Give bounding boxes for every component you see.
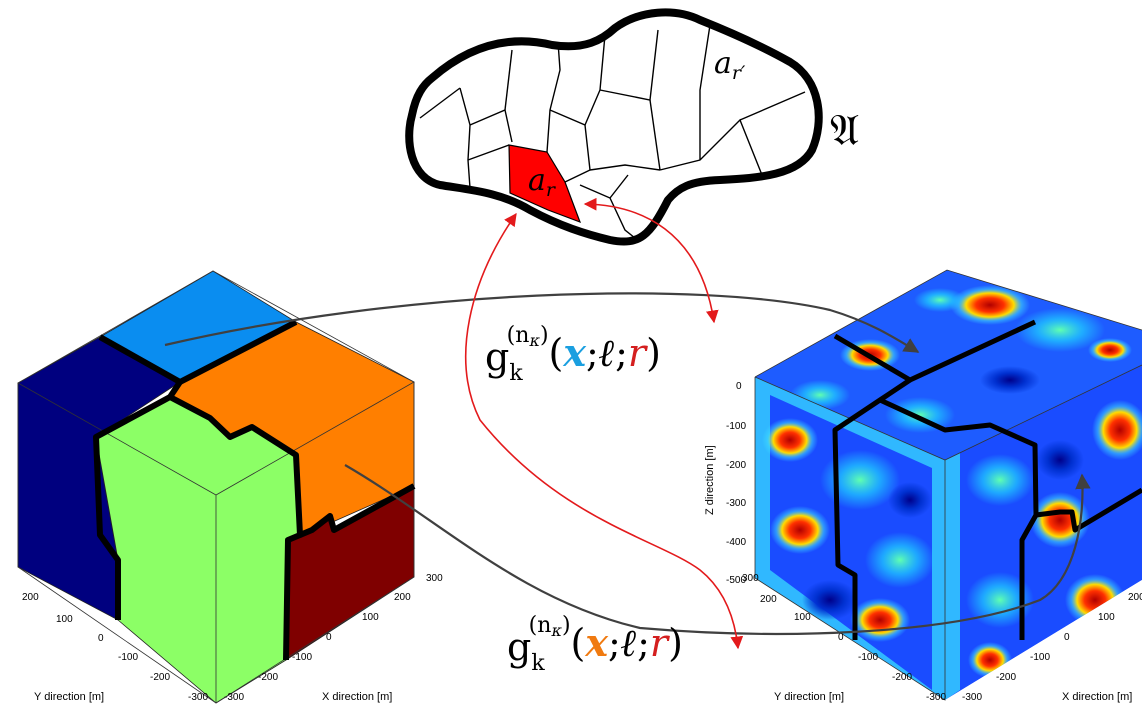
svg-text:ar: ar (528, 163, 557, 201)
left-x-tick: 200 (394, 592, 411, 603)
right-y-ticks: 300 200 100 0 -100 -200 -300 (742, 573, 946, 703)
right-y-tick: 300 (742, 573, 759, 584)
left-x-ticks: -300 -200 -100 0 100 200 300 (224, 573, 443, 703)
formula-bottom-close: ) (668, 621, 683, 665)
arrow-bottom-gray (344, 464, 1091, 635)
right-z-tick: -400 (726, 537, 746, 548)
left-y-tick: -200 (150, 672, 170, 683)
right-y-tick: -200 (892, 672, 912, 683)
right-x-axis-label: X direction [m] (1062, 691, 1132, 703)
region-map: ar ar′ 𝔄 (405, 8, 859, 246)
formula-bottom-ell: ℓ (621, 620, 637, 665)
left-x-tick: 0 (326, 632, 332, 643)
right-z-tick: 0 (736, 381, 742, 392)
right-x-tick: -300 (962, 692, 982, 703)
left-y-ticks: 200 100 0 -100 -200 -300 (22, 592, 208, 703)
formula-top-sub: k (509, 361, 523, 386)
left-y-tick: 200 (22, 592, 39, 603)
formula-bottom-sub: k (531, 651, 545, 676)
formula-top-ell: ℓ (599, 330, 615, 375)
label-ar: a (528, 163, 546, 198)
formula-top-sup: (n (507, 323, 530, 348)
formula-top-r: r (628, 331, 649, 375)
right-y-tick: 100 (794, 612, 811, 623)
right-x-tick: 200 (1128, 592, 1142, 603)
right-y-axis-label: Y direction [m] (774, 691, 844, 703)
right-z-ticks: 0 -100 -200 -300 -400 -500 (726, 381, 746, 586)
left-y-tick: -100 (118, 652, 138, 663)
region-boundaries (419, 24, 806, 239)
label-arp: a (714, 46, 732, 81)
right-face-front (945, 365, 1142, 700)
left-x-axis-label: X direction [m] (322, 691, 392, 703)
formula-bottom-sep2: ; (637, 621, 650, 665)
formula-bottom-g: g (507, 625, 531, 669)
right-y-tick: 200 (760, 594, 777, 605)
left-y-axis-label: Y direction [m] (34, 691, 104, 703)
formula-bottom-open: ( (571, 621, 586, 665)
formula-bottom-kappa: κ (550, 621, 562, 640)
right-z-tick: -200 (726, 460, 746, 471)
formula-top-kappa: κ (528, 331, 540, 350)
right-z-axis-label: Z direction [m] (704, 445, 716, 515)
right-x-tick: -100 (1030, 652, 1050, 663)
formula-bottom-x: x (584, 620, 609, 665)
formula-top: gk(nκ)(x;ℓ;r) (485, 323, 661, 386)
left-y-tick: -300 (188, 692, 208, 703)
label-ar-sub: r (546, 179, 557, 201)
left-x-tick: -300 (224, 692, 244, 703)
right-y-tick: -100 (858, 652, 878, 663)
right-cube: 0 -100 -200 -300 -400 -500 Z direction [… (704, 269, 1142, 703)
formula-bottom-r: r (650, 621, 671, 665)
left-x-tick: 100 (362, 612, 379, 623)
left-cube: 200 100 0 -100 -200 -300 -300 -200 -100 … (17, 270, 443, 704)
svg-text:ar′: ar′ (714, 46, 746, 84)
right-y-tick: -300 (926, 692, 946, 703)
set-symbol: 𝔄 (830, 105, 859, 156)
formula-top-g: g (485, 335, 509, 379)
formula-bottom: gk(nκ)(x;ℓ;r) (507, 613, 683, 676)
left-y-tick: 100 (56, 614, 73, 625)
arrow-red-long (464, 212, 744, 650)
formula-top-open: ( (549, 331, 564, 375)
formula-top-sup-close: ) (540, 323, 549, 348)
formula-top-sep1: ; (586, 331, 599, 375)
right-x-tick: 100 (1098, 612, 1115, 623)
right-x-tick: 0 (1064, 632, 1070, 643)
left-y-tick: 0 (98, 633, 104, 644)
left-x-tick: -100 (292, 652, 312, 663)
label-arp-sub: r′ (732, 62, 746, 84)
right-x-ticks: -300 -200 -100 0 100 200 (962, 592, 1142, 703)
formula-top-x: x (562, 330, 587, 375)
right-x-tick: -200 (996, 672, 1016, 683)
formula-bottom-sup: (n (529, 613, 552, 638)
right-z-tick: -300 (726, 498, 746, 509)
left-x-tick: 300 (426, 573, 443, 584)
formula-top-close: ) (646, 331, 661, 375)
right-y-tick: 0 (838, 632, 844, 643)
red-arrows (464, 197, 744, 650)
right-face-left (755, 377, 945, 700)
formula-top-sep2: ; (615, 331, 628, 375)
formula-bottom-sup-close: ) (562, 613, 571, 638)
right-z-tick: -100 (726, 421, 746, 432)
formula-bottom-sep1: ; (608, 621, 621, 665)
left-x-tick: -200 (258, 672, 278, 683)
